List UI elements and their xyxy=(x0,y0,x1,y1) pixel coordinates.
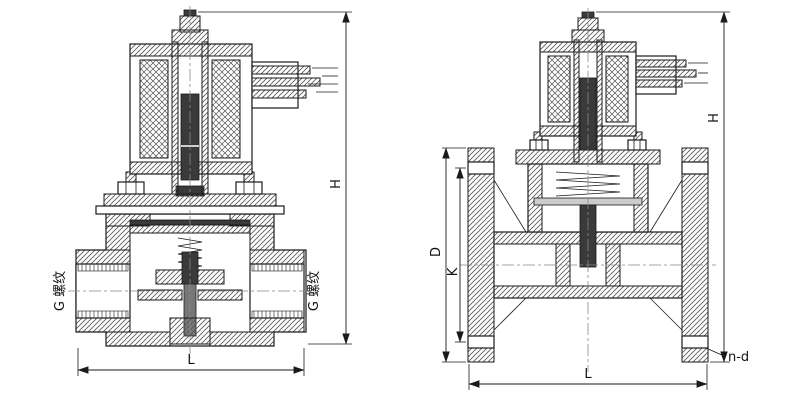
right-length-label: L xyxy=(584,367,592,382)
left-dim-L: L xyxy=(77,348,305,376)
hex-nut-left xyxy=(529,139,549,151)
right-dim-D: D xyxy=(429,147,466,363)
right-cable-connector xyxy=(635,55,708,95)
bolt-holes-label: n-d xyxy=(728,350,749,365)
coil-winding-right xyxy=(211,59,241,159)
right-dim-H: H xyxy=(596,11,730,363)
coil-winding-right xyxy=(605,55,629,123)
bolt-circle-label: K xyxy=(446,267,461,276)
spring xyxy=(555,171,621,197)
bolt-hole xyxy=(467,161,495,175)
left-dim-H: H xyxy=(198,11,352,345)
right-dim-K: K xyxy=(446,167,466,343)
right-port-thread-label: G 螺纹 xyxy=(307,271,322,311)
flange-left xyxy=(467,147,495,363)
bolt-hole xyxy=(681,161,709,175)
bolt-hole xyxy=(467,335,495,349)
hex-nut-left xyxy=(117,181,145,195)
flange-right xyxy=(681,147,709,363)
flange-od-label: D xyxy=(429,247,444,257)
right-dim-L: L xyxy=(468,364,708,390)
coil-winding-left xyxy=(547,55,571,123)
hex-nut-right xyxy=(235,181,263,195)
left-length-label: L xyxy=(187,353,195,368)
hex-nut-right xyxy=(627,139,647,151)
left-coil-assembly xyxy=(129,9,253,195)
left-valve-section: L H G 螺纹 G 螺纹 xyxy=(53,6,352,376)
bolt-holes-callout: n-d xyxy=(705,347,749,365)
left-height-label: H xyxy=(329,179,344,189)
coil-winding-left xyxy=(139,59,169,159)
left-cable-connector xyxy=(251,61,338,109)
right-height-label: H xyxy=(707,113,722,123)
left-port-thread-label: G 螺纹 xyxy=(53,271,68,311)
right-valve-section: D K H L n-d xyxy=(429,8,749,390)
bolt-hole xyxy=(681,335,709,349)
left-valve-body xyxy=(75,213,307,347)
